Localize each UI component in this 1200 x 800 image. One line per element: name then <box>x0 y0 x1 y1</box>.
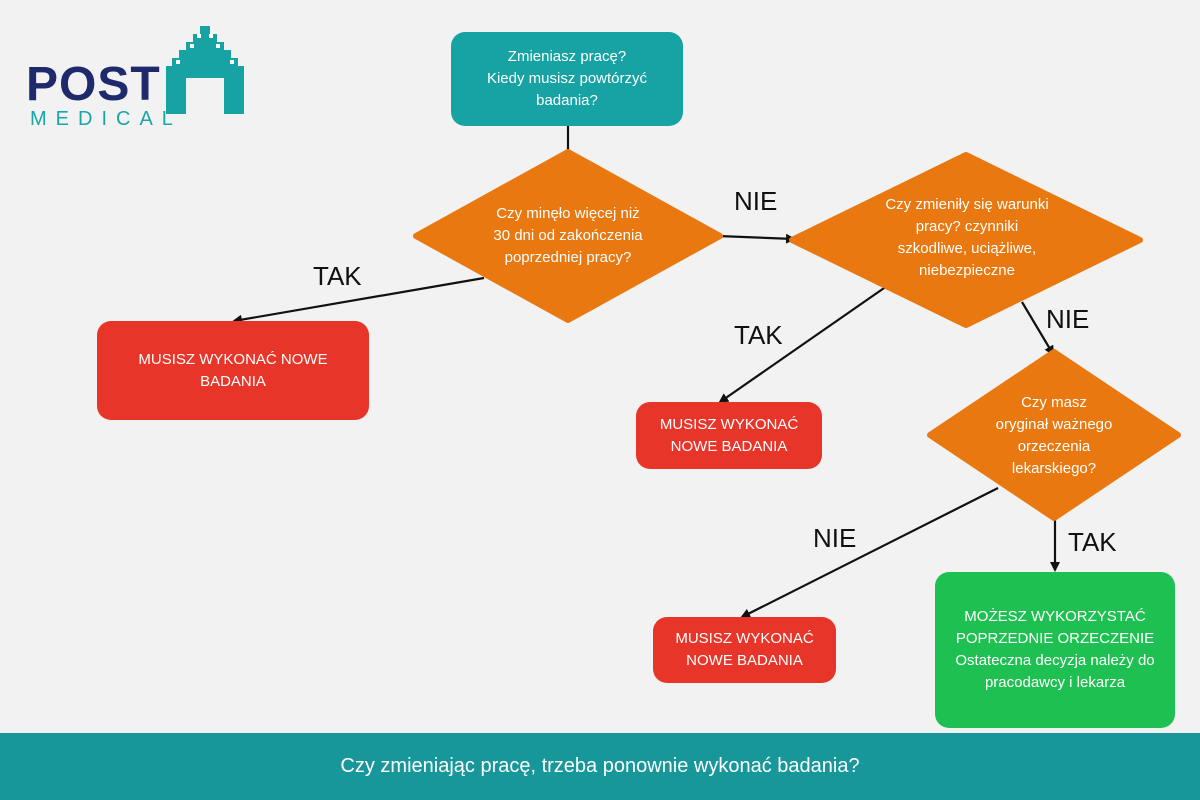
result1-node: MUSISZ WYKONAĆ NOWE BADANIA <box>97 321 369 420</box>
result4-line-1: MOŻESZ WYKORZYSTAĆ <box>964 608 1146 625</box>
decision3-text: Czy masz oryginał ważnego orzeczenia lek… <box>974 390 1134 482</box>
result1-line-1: MUSISZ WYKONAĆ NOWE <box>138 350 328 368</box>
result2-line-1: MUSISZ WYKONAĆ <box>659 415 799 433</box>
decision1-text: Czy minęło więcej niż 30 dni od zakończe… <box>460 196 676 276</box>
logo-brand: POST <box>26 58 161 111</box>
result3-line-2: NOWE BADANIA <box>686 652 803 669</box>
footer-banner: Czy zmieniając pracę, trzeba ponownie wy… <box>0 733 1200 800</box>
label-tak-3: TAK <box>1068 527 1117 557</box>
result3-line-1: MUSISZ WYKONAĆ <box>675 630 814 647</box>
decision2-diamond <box>789 152 1143 328</box>
result3-node: MUSISZ WYKONAĆ NOWE BADANIA <box>653 617 836 683</box>
label-nie-1: NIE <box>734 186 778 216</box>
decision3-line-3: orzeczenia <box>1017 438 1091 455</box>
decision1-line-1: Czy minęło więcej niż <box>496 205 640 222</box>
label-nie-3: NIE <box>813 523 857 553</box>
result4-line-3: Ostateczna decyzja należy do <box>955 652 1155 669</box>
decision2-line-4: niebezpieczne <box>919 262 1015 279</box>
decision2-line-3: szkodliwe, uciążliwe, <box>897 240 1037 257</box>
start-line-2: Kiedy musisz powtórzyć <box>486 70 648 87</box>
decision3-line-4: lekarskiego? <box>1011 460 1097 477</box>
start-node: Zmieniasz pracę? Kiedy musisz powtórzyć … <box>451 32 683 126</box>
decision3-diamond <box>927 349 1181 521</box>
decision2-line-1: Czy zmieniły się warunki <box>885 196 1049 213</box>
decision3-line-1: Czy masz <box>1021 394 1087 411</box>
arrow-decision2-tak <box>718 285 888 404</box>
label-tak-1: TAK <box>313 261 362 291</box>
arrow-decision3-nie <box>740 487 999 618</box>
logo-subtitle: MEDICAL <box>30 108 182 130</box>
arrow-decision1-tak <box>232 276 485 325</box>
arrow-decision1-nie <box>717 233 796 244</box>
footer-text: Czy zmieniając pracę, trzeba ponownie wy… <box>340 755 860 777</box>
result1-line-2: BADANIA <box>200 372 266 390</box>
decision2-line-2: pracy? czynniki <box>915 218 1019 235</box>
result2-node: MUSISZ WYKONAĆ NOWE BADANIA <box>636 402 822 469</box>
start-line-1: Zmieniasz pracę? <box>507 48 627 65</box>
arrow-decision2-nie <box>1021 301 1055 356</box>
decision2-text: Czy zmieniły się warunki pracy? czynniki… <box>856 192 1078 284</box>
logo-cross-icon <box>166 26 244 114</box>
label-nie-2: NIE <box>1046 304 1090 334</box>
result4-node: MOŻESZ WYKORZYSTAĆ POPRZEDNIE ORZECZENIE… <box>935 572 1175 728</box>
decision1-line-2: 30 dni od zakończenia <box>493 227 643 244</box>
decision1-diamond <box>413 149 723 323</box>
result2-line-2: NOWE BADANIA <box>670 437 788 455</box>
decision1-line-3: poprzedniej pracy? <box>504 249 632 266</box>
label-tak-2: TAK <box>734 320 783 350</box>
result4-line-2: POPRZEDNIE ORZECZENIE <box>955 630 1155 647</box>
decision3-line-2: oryginał ważnego <box>995 416 1113 433</box>
result4-line-4: pracodawcy i lekarza <box>984 674 1126 691</box>
start-line-3: badania? <box>536 92 598 109</box>
